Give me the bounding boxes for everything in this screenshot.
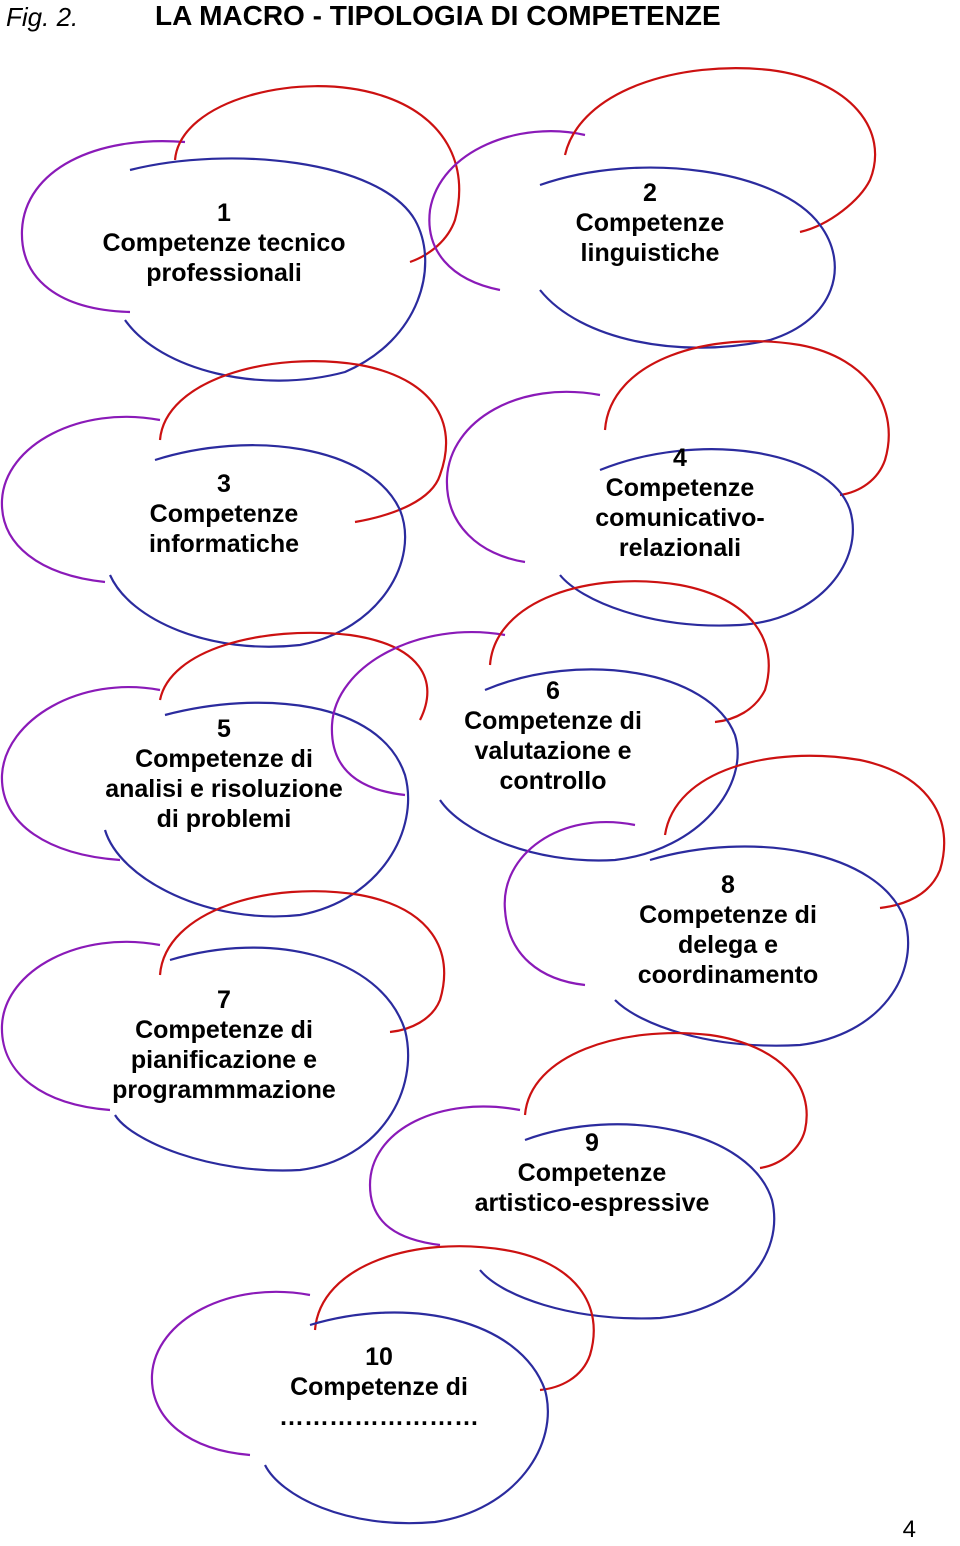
node-1-text: 1 Competenze tecnico professionali bbox=[94, 198, 354, 288]
node-9-line-1: Competenze bbox=[517, 1159, 667, 1187]
node-10-purple-arc bbox=[150, 1290, 311, 1457]
node-9-purple-arc bbox=[368, 1105, 521, 1247]
node-10-line-1: Competenze di bbox=[290, 1373, 468, 1401]
node-6-purple-arc bbox=[330, 631, 506, 797]
node-3-number: 3 bbox=[217, 470, 231, 498]
node-8-line-2: delega e bbox=[677, 931, 779, 959]
node-10-red-arc bbox=[313, 1245, 595, 1392]
node-8-purple-arc bbox=[503, 820, 636, 987]
node-7-red-arc bbox=[158, 890, 446, 1034]
node-7-number: 7 bbox=[217, 986, 231, 1014]
node-6-blue-arc bbox=[439, 668, 739, 862]
node-8-shape bbox=[503, 754, 946, 1047]
node-7-shape bbox=[0, 890, 446, 1172]
node-9-blue-arc bbox=[479, 1123, 776, 1320]
node-5-line-2: analisi e risoluzione bbox=[105, 775, 343, 803]
node-3-blue-arc bbox=[108, 444, 407, 648]
node-8-text: 8 Competenze di delega e coordinamento bbox=[608, 870, 848, 990]
node-5-line-3: di problemi bbox=[156, 805, 292, 833]
diagram-title: LA MACRO - TIPOLOGIA DI COMPETENZE bbox=[155, 0, 721, 31]
node-7-blue-arc bbox=[114, 946, 410, 1172]
node-7-text: 7 Competenze di pianificazione e program… bbox=[94, 985, 354, 1105]
node-7-line-3: programmmazione bbox=[112, 1076, 336, 1104]
node-5-shape bbox=[0, 631, 429, 918]
node-1-purple-arc bbox=[20, 140, 186, 314]
node-3-shape bbox=[0, 360, 448, 648]
node-4-purple-arc bbox=[445, 390, 601, 564]
node-7-line-2: pianificazione e bbox=[130, 1046, 318, 1074]
node-10-text: 10 Competenze di …………………… bbox=[259, 1342, 499, 1432]
node-8-line-1: Competenze di bbox=[639, 901, 817, 929]
node-2-text: 2 Competenze linguistiche bbox=[530, 178, 770, 268]
node-3-text: 3 Competenze informatiche bbox=[104, 469, 344, 559]
node-5-line-1: Competenze di bbox=[135, 745, 313, 773]
node-8-number: 8 bbox=[721, 871, 735, 899]
node-8-red-arc bbox=[663, 754, 946, 910]
node-3-purple-arc bbox=[0, 415, 161, 584]
node-1-line-1: Competenze tecnico bbox=[102, 229, 346, 257]
node-3-line-2: informatiche bbox=[148, 530, 300, 558]
node-2-shape bbox=[428, 67, 877, 349]
node-9-shape bbox=[368, 1032, 808, 1320]
node-10-blue-arc bbox=[264, 1311, 549, 1525]
node-9-text: 9 Competenze artistico-espressive bbox=[462, 1128, 722, 1218]
node-9-red-arc bbox=[523, 1032, 808, 1170]
node-8-line-3: coordinamento bbox=[637, 961, 819, 989]
node-4-line-1: Competenze bbox=[605, 474, 755, 502]
node-6-line-2: valutazione e bbox=[474, 737, 632, 765]
node-3-line-1: Competenze bbox=[149, 500, 299, 528]
node-7-purple-arc bbox=[0, 940, 161, 1112]
node-5-text: 5 Competenze di analisi e risoluzione di… bbox=[94, 714, 354, 834]
node-6-red-arc bbox=[488, 580, 770, 724]
node-1-number: 1 bbox=[217, 199, 231, 227]
node-1-shape bbox=[20, 85, 461, 382]
node-5-blue-arc bbox=[103, 701, 410, 918]
page-number: 4 bbox=[902, 1516, 916, 1543]
node-2-blue-arc bbox=[539, 166, 836, 349]
node-2-purple-arc bbox=[428, 130, 586, 292]
node-6-text: 6 Competenze di valutazione e controllo bbox=[433, 676, 673, 796]
node-2-line-1: Competenze bbox=[575, 209, 725, 237]
node-9-number: 9 bbox=[585, 1129, 599, 1157]
node-5-purple-arc bbox=[0, 685, 161, 862]
figure-label: Fig. 2. bbox=[6, 2, 79, 32]
node-6-shape bbox=[330, 580, 770, 862]
node-5-red-arc bbox=[158, 631, 429, 721]
node-10-shape bbox=[150, 1245, 595, 1525]
node-6-line-1: Competenze di bbox=[464, 707, 642, 735]
node-4-text: 4 Competenze comunicativo- relazionali bbox=[560, 443, 800, 563]
node-6-line-3: controllo bbox=[499, 767, 607, 795]
node-3-red-arc bbox=[158, 360, 448, 524]
node-6-number: 6 bbox=[546, 677, 560, 705]
node-4-shape bbox=[445, 340, 890, 627]
node-1-red-arc bbox=[173, 85, 461, 264]
node-4-number: 4 bbox=[673, 444, 687, 472]
node-4-line-3: relazionali bbox=[618, 534, 742, 562]
node-9-line-2: artistico-espressive bbox=[474, 1189, 710, 1217]
node-4-red-arc bbox=[603, 340, 890, 497]
node-2-line-2: linguistiche bbox=[580, 239, 720, 267]
node-2-red-arc bbox=[563, 67, 877, 234]
node-1-line-2: professionali bbox=[146, 259, 302, 287]
node-4-line-2: comunicativo- bbox=[595, 504, 765, 532]
node-5-number: 5 bbox=[217, 715, 231, 743]
node-1-blue-arc bbox=[124, 157, 427, 382]
node-7-line-1: Competenze di bbox=[135, 1016, 313, 1044]
node-10-number: 10 bbox=[365, 1343, 393, 1371]
node-2-number: 2 bbox=[643, 179, 657, 207]
node-4-blue-arc bbox=[559, 448, 854, 627]
node-8-blue-arc bbox=[614, 845, 910, 1047]
node-10-line-2: …………………… bbox=[279, 1403, 479, 1431]
